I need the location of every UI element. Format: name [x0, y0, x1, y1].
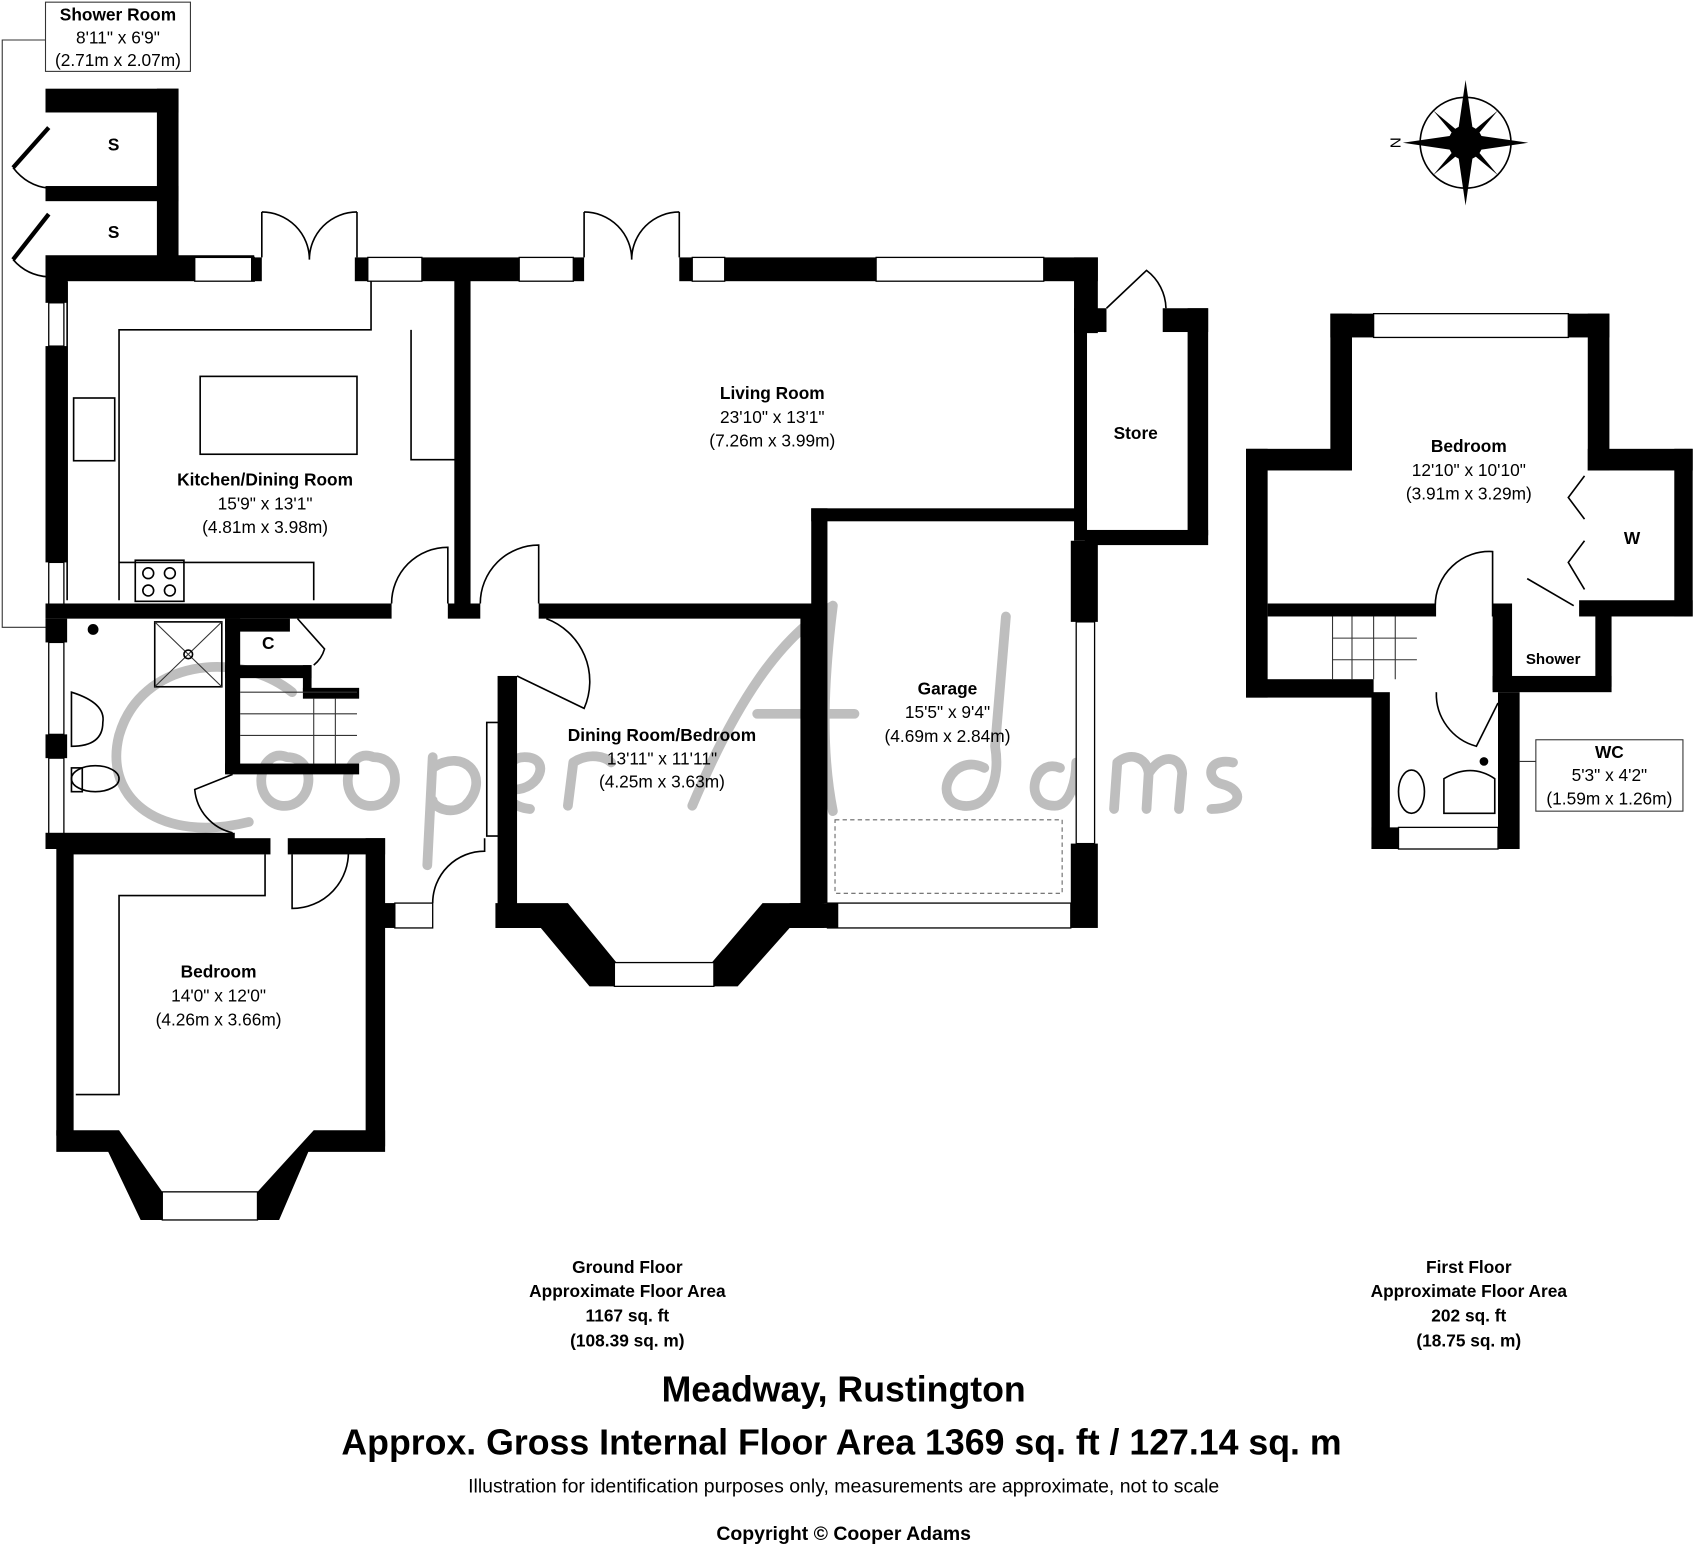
watermark-logo — [111, 600, 1243, 871]
gross-area: Approx. Gross Internal Floor Area 1369 s… — [341, 1423, 1341, 1463]
store-label: Store — [1114, 423, 1159, 443]
bedroom-name: Bedroom — [181, 962, 257, 982]
ground-floor-summary: Ground Floor Approximate Floor Area 1167… — [529, 1257, 726, 1351]
shower-label: Shower — [1526, 651, 1581, 668]
garage-metric: (4.69m x 2.84m) — [885, 726, 1011, 746]
living-room-imperial: 23'10" x 13'1" — [720, 407, 824, 427]
ground-floor-area-sqft: 1167 sq. ft — [586, 1306, 670, 1326]
living-room-name: Living Room — [720, 383, 825, 403]
bedroom-imperial: 14'0" x 12'0" — [171, 985, 266, 1005]
first-bedroom-imperial: 12'10" x 10'10" — [1412, 460, 1526, 480]
first-floor-area-sqm: (18.75 sq. m) — [1416, 1331, 1521, 1351]
first-floor-area-label: Approximate Floor Area — [1371, 1281, 1568, 1301]
first-floor-summary: First Floor Approximate Floor Area 202 s… — [1371, 1257, 1568, 1351]
shower-room-name: Shower Room — [60, 5, 176, 25]
garage-imperial: 15'5" x 9'4" — [905, 702, 990, 722]
ground-floor-area-label: Approximate Floor Area — [529, 1281, 726, 1301]
ground-floor-label: Ground Floor — [572, 1257, 683, 1277]
dining-bedroom-imperial: 13'11" x 11'11" — [607, 749, 717, 769]
copyright: Copyright © Cooper Adams — [716, 1523, 971, 1545]
cupboard-label: C — [262, 633, 275, 653]
store-2-label: S — [108, 222, 120, 242]
first-bedroom-name: Bedroom — [1431, 436, 1507, 456]
first-bedroom-metric: (3.91m x 3.29m) — [1406, 484, 1532, 504]
living-room-metric: (7.26m x 3.99m) — [709, 431, 835, 451]
first-floor-plan — [1246, 312, 1693, 850]
first-floor-area-sqft: 202 sq. ft — [1431, 1306, 1506, 1326]
compass-rose-icon: N — [1388, 80, 1529, 206]
ground-floor-plan — [1, 1, 1209, 1221]
kitchen-name: Kitchen/Dining Room — [177, 470, 353, 490]
ground-floor-area-sqm: (108.39 sq. m) — [570, 1331, 684, 1351]
room-labels: Shower Room 8'11" x 6'9" (2.71m x 2.07m)… — [55, 5, 1672, 1030]
compass-north-label: N — [1388, 137, 1405, 148]
wc-imperial: 5'3" x 4'2" — [1572, 765, 1648, 785]
first-floor-label: First Floor — [1426, 1257, 1512, 1277]
bedroom-metric: (4.26m x 3.66m) — [156, 1009, 282, 1029]
dining-bedroom-metric: (4.25m x 3.63m) — [599, 771, 725, 791]
property-title: Meadway, Rustington — [662, 1370, 1026, 1410]
wc-callout — [1535, 739, 1684, 812]
wc-metric: (1.59m x 1.26m) — [1546, 789, 1672, 809]
wc-name: WC — [1595, 742, 1624, 762]
store-1-label: S — [108, 134, 120, 154]
shower-room-metric: (2.71m x 2.07m) — [55, 50, 181, 70]
kitchen-imperial: 15'9" x 13'1" — [218, 493, 313, 513]
shower-room-imperial: 8'11" x 6'9" — [76, 27, 160, 47]
garage-name: Garage — [918, 678, 978, 698]
shower-room-callout — [44, 1, 191, 72]
kitchen-metric: (4.81m x 3.98m) — [202, 517, 328, 537]
dining-bedroom-name: Dining Room/Bedroom — [568, 725, 756, 745]
wardrobe-label: W — [1624, 528, 1641, 548]
disclaimer: Illustration for identification purposes… — [468, 1476, 1219, 1498]
